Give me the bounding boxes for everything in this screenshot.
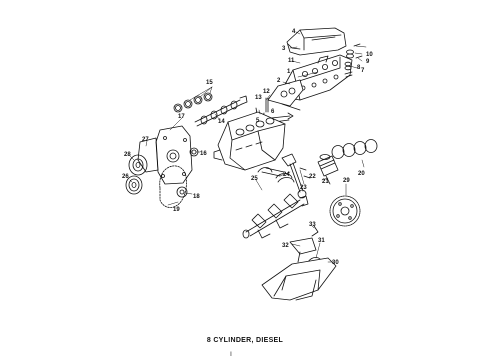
engine-block (213, 111, 286, 171)
diagram-caption: 8 CYLINDER, DIESEL (206, 337, 284, 344)
callout-23: 23 (300, 185, 307, 191)
callout-13: 13 (255, 95, 262, 101)
camshaft (194, 95, 248, 127)
callout-31: 31 (318, 238, 325, 244)
callout-21: 21 (322, 179, 329, 185)
callout-9: 9 (366, 59, 370, 65)
callout-16: 16 (200, 151, 207, 157)
piston (317, 154, 339, 185)
callout-7: 7 (361, 68, 365, 74)
piston-rings (331, 139, 378, 159)
callout-11: 11 (288, 58, 295, 64)
callout-28: 28 (124, 152, 131, 158)
page-mark: I (230, 352, 232, 358)
front-cover-gasket (137, 137, 159, 173)
harmonic-balancer (128, 154, 148, 176)
oil-pan (261, 257, 337, 301)
callout-5: 5 (256, 118, 260, 124)
crank-sprocket (176, 186, 188, 198)
callout-30: 30 (332, 260, 339, 266)
callout-19: 19 (173, 207, 180, 213)
callout-labels: 1 2 3 4 5 6 7 8 9 10 11 12 13 14 15 16 1… (122, 29, 373, 266)
callout-6: 6 (271, 109, 275, 115)
callout-2: 2 (277, 78, 281, 84)
callout-33: 33 (309, 222, 316, 228)
callout-1: 1 (287, 69, 291, 75)
callout-24: 24 (283, 172, 290, 178)
callout-4: 4 (292, 29, 296, 35)
callout-14: 14 (218, 119, 225, 125)
leader-lines (129, 31, 367, 263)
callout-20: 20 (358, 171, 365, 177)
callout-25: 25 (251, 176, 258, 182)
callout-26: 26 (122, 174, 129, 180)
callout-3: 3 (282, 46, 286, 52)
callout-29: 29 (343, 178, 350, 184)
callout-27: 27 (142, 137, 149, 143)
oil-pump (289, 225, 319, 263)
callout-18: 18 (193, 194, 200, 200)
valve-springs (344, 43, 363, 78)
valve-cover (286, 27, 347, 56)
callout-17: 17 (178, 114, 185, 120)
callout-12: 12 (263, 89, 270, 95)
crank-pulley (125, 175, 143, 195)
flywheel (329, 195, 361, 227)
callout-22: 22 (309, 174, 316, 180)
timing-chain (159, 165, 187, 208)
callout-8: 8 (357, 65, 361, 71)
connecting-rods (261, 153, 311, 199)
callout-10: 10 (366, 52, 373, 58)
callout-15: 15 (206, 80, 213, 86)
crankshaft (242, 193, 309, 239)
callout-32: 32 (282, 243, 289, 249)
head-gasket (267, 79, 304, 107)
cam-bearings (173, 92, 213, 113)
main-bearings (257, 167, 295, 183)
